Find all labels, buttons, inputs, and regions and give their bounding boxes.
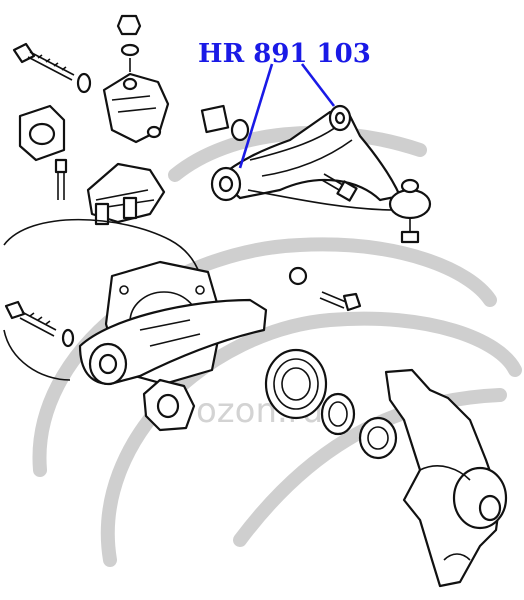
bearing xyxy=(358,416,398,460)
bushing-rear xyxy=(328,104,352,132)
lower-bracket xyxy=(86,162,166,226)
callout-leaders xyxy=(238,63,336,169)
bushing-front xyxy=(200,104,250,202)
arm-bolt xyxy=(321,173,358,202)
leader-line-front xyxy=(238,63,274,169)
upper-control-arm xyxy=(216,110,402,211)
ball-joint xyxy=(388,178,432,244)
upper-bracket xyxy=(102,72,170,144)
small-washer xyxy=(288,266,308,286)
lower-bushing xyxy=(142,378,196,432)
seal-ring xyxy=(320,392,356,436)
lower-bolt xyxy=(319,291,362,312)
left-lower-bolt xyxy=(4,300,75,348)
bushing-block xyxy=(18,104,66,162)
small-bolt xyxy=(54,158,68,200)
top-nut-stack xyxy=(116,14,142,72)
part-number-label: HR 891 103 xyxy=(198,39,371,69)
hub-seal xyxy=(264,348,328,420)
lower-control-arm xyxy=(78,298,268,386)
watermark: ozon.ru xyxy=(32,125,522,567)
leader-line-rear xyxy=(300,63,336,107)
upper-mount-bolt xyxy=(12,42,92,94)
steering-knuckle xyxy=(384,368,508,588)
